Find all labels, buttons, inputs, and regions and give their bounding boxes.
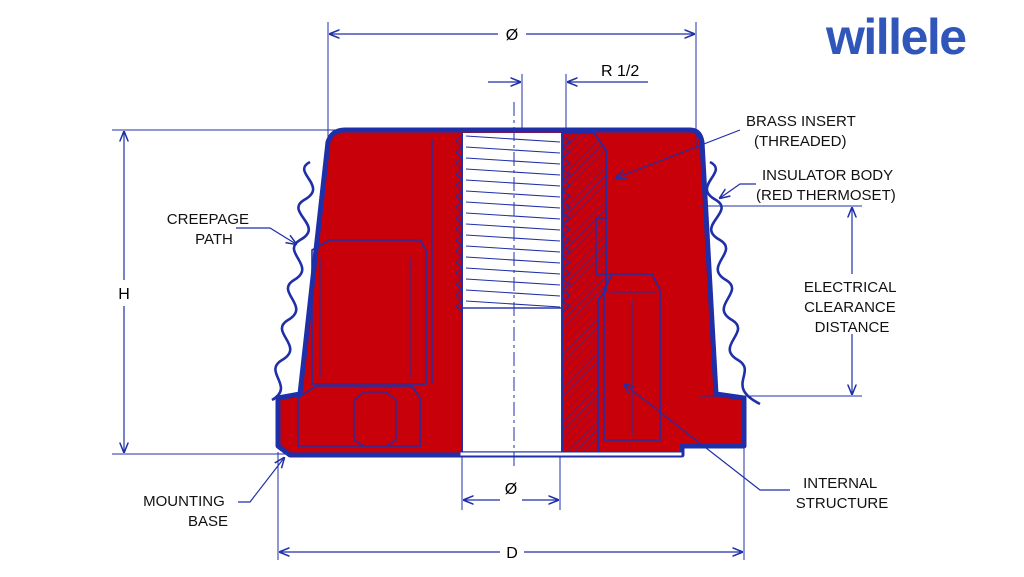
thread-line xyxy=(465,234,561,242)
thread-tooth xyxy=(455,278,463,291)
top-diameter-label: Ø xyxy=(506,27,518,44)
thread-tooth xyxy=(455,300,463,313)
internal-callout: INTERNAL STRUCTURE xyxy=(796,475,889,512)
hex-nut-upper xyxy=(311,239,427,385)
base-gap xyxy=(459,451,683,457)
insulator-body-callout: INSULATOR BODY (RED THERMOSET) xyxy=(756,167,897,204)
thread-tooth xyxy=(455,234,463,247)
thread-line xyxy=(465,190,561,198)
thread-line xyxy=(465,212,561,220)
thread-tooth xyxy=(455,256,463,269)
thread-tooth xyxy=(455,168,463,181)
thread-tooth xyxy=(455,201,463,214)
nut-face xyxy=(353,391,397,447)
clearance-callout: ELECTRICAL CLEARANCE DISTANCE xyxy=(804,279,900,336)
leader-insulator xyxy=(720,183,756,198)
thread-tooth xyxy=(455,135,463,148)
leader-creepage xyxy=(236,227,296,244)
thread-tooth xyxy=(455,190,463,203)
plain-bore xyxy=(461,307,563,453)
thread-tooth xyxy=(455,267,463,280)
leader-mounting xyxy=(238,458,284,503)
thread-tooth xyxy=(455,245,463,258)
thread-line xyxy=(465,168,561,176)
thread-line xyxy=(465,179,561,187)
thread-line xyxy=(465,146,561,154)
thread-line xyxy=(465,223,561,231)
thread-line xyxy=(465,256,561,264)
thread-line xyxy=(465,267,561,275)
thread-size-label: R 1/2 xyxy=(601,63,639,80)
thread-line xyxy=(465,245,561,253)
thread-line xyxy=(465,300,561,308)
thread-tooth xyxy=(455,289,463,302)
brand-logo: willele xyxy=(826,9,967,65)
creepage-callout: CREEPAGE PATH xyxy=(167,211,253,248)
creepage-wave-right xyxy=(705,160,761,406)
thread-line xyxy=(465,157,561,165)
thread-tooth xyxy=(455,157,463,170)
hex-nut-base xyxy=(297,385,421,447)
base-diameter-label: D xyxy=(506,545,518,562)
thread-line xyxy=(465,289,561,297)
thread-tooth xyxy=(455,146,463,159)
thread-tooth xyxy=(455,223,463,236)
thread-line xyxy=(465,135,561,143)
thread-line xyxy=(465,201,561,209)
creepage-wave-left xyxy=(271,160,315,402)
thread-line xyxy=(465,278,561,286)
leader-brass xyxy=(616,129,741,178)
height-label: H xyxy=(118,286,130,303)
threaded-bore xyxy=(462,133,562,308)
thread-tooth xyxy=(455,179,463,192)
brass-insert-callout: BRASS INSERT (THREADED) xyxy=(746,113,860,150)
mounting-callout: MOUNTING BASE xyxy=(143,493,229,530)
bore-diameter-label: Ø xyxy=(505,481,517,498)
thread-tooth xyxy=(455,212,463,225)
leader-internal xyxy=(624,384,790,491)
